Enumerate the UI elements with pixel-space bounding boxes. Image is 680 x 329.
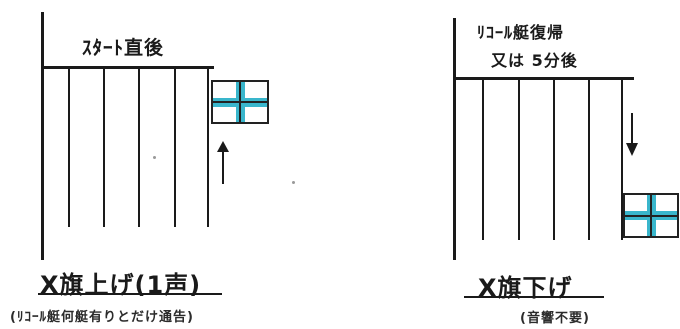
x-flag-icon [211, 80, 269, 124]
right-panel-hoist-4 [588, 80, 590, 240]
right-panel-post [453, 18, 456, 260]
left-panel-hoist-5 [207, 69, 209, 227]
right-note: (音響不要) [520, 311, 590, 326]
left-caption-underline [38, 293, 222, 295]
right-panel-hoist-2 [518, 80, 520, 240]
right-panel-hoist-1 [482, 80, 484, 240]
left-panel-hoist-1 [68, 69, 70, 227]
arrow-down-icon [626, 113, 638, 156]
scan-speck [292, 181, 295, 184]
left-panel-beam [44, 66, 214, 69]
right-panel-beam [456, 77, 634, 80]
left-timing-label: ｽﾀｰﾄ直後 [82, 37, 165, 59]
arrow-up-icon [217, 141, 229, 184]
left-panel-hoist-4 [174, 69, 176, 227]
left-panel-hoist-2 [103, 69, 105, 227]
left-panel-hoist-3 [138, 69, 140, 227]
right-panel-hoist-5 [621, 80, 623, 240]
right-timing-label-line1: ﾘｺｰﾙ艇復帰 [477, 23, 565, 42]
right-panel-hoist-3 [553, 80, 555, 240]
scan-speck [153, 156, 156, 159]
right-timing-label-line2: 又は 5分後 [491, 51, 578, 70]
left-note: (ﾘｺｰﾙ艇何艇有りとだけ通告) [10, 310, 194, 325]
x-flag-icon [623, 193, 679, 238]
right-caption-underline [464, 296, 604, 298]
left-panel-post [41, 12, 44, 260]
